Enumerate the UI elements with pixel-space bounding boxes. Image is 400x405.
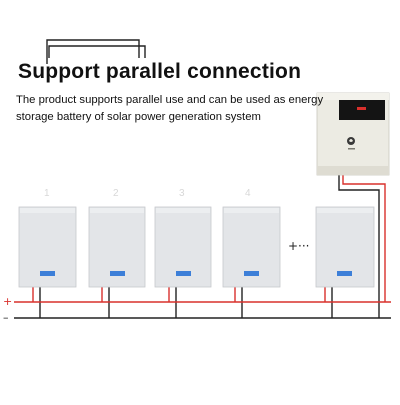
battery-display-n [337,271,352,276]
battery-display-2 [110,271,125,276]
battery-number-1: 1 [44,188,50,199]
battery-module-2 [88,206,146,288]
battery-module-3 [154,206,212,288]
battery-module-1 [18,206,77,288]
description-line-1: The product supports parallel use and ca… [16,94,324,106]
battery-display-4 [244,271,259,276]
battery-module-n [315,206,375,288]
positive-bus-label: + [3,295,12,308]
page-title: Support parallel connection [18,60,302,83]
hybrid-inverter [316,92,390,176]
inverter-wires [338,174,386,318]
product-description: The product supports parallel use and ca… [16,92,324,126]
negative-bus-label: – [3,311,9,324]
more-batteries-indicator: +··· [288,239,310,253]
title-decoration [46,39,146,64]
battery-number-3: 3 [179,188,185,199]
battery-number-4: 4 [245,188,251,199]
battery-display-3 [176,271,191,276]
inverter-indicator-light [357,107,366,110]
battery-number-2: 2 [113,188,119,199]
description-line-2: storage battery of solar power generatio… [16,111,261,123]
battery-display-1 [40,271,55,276]
battery-module-4 [222,206,281,288]
